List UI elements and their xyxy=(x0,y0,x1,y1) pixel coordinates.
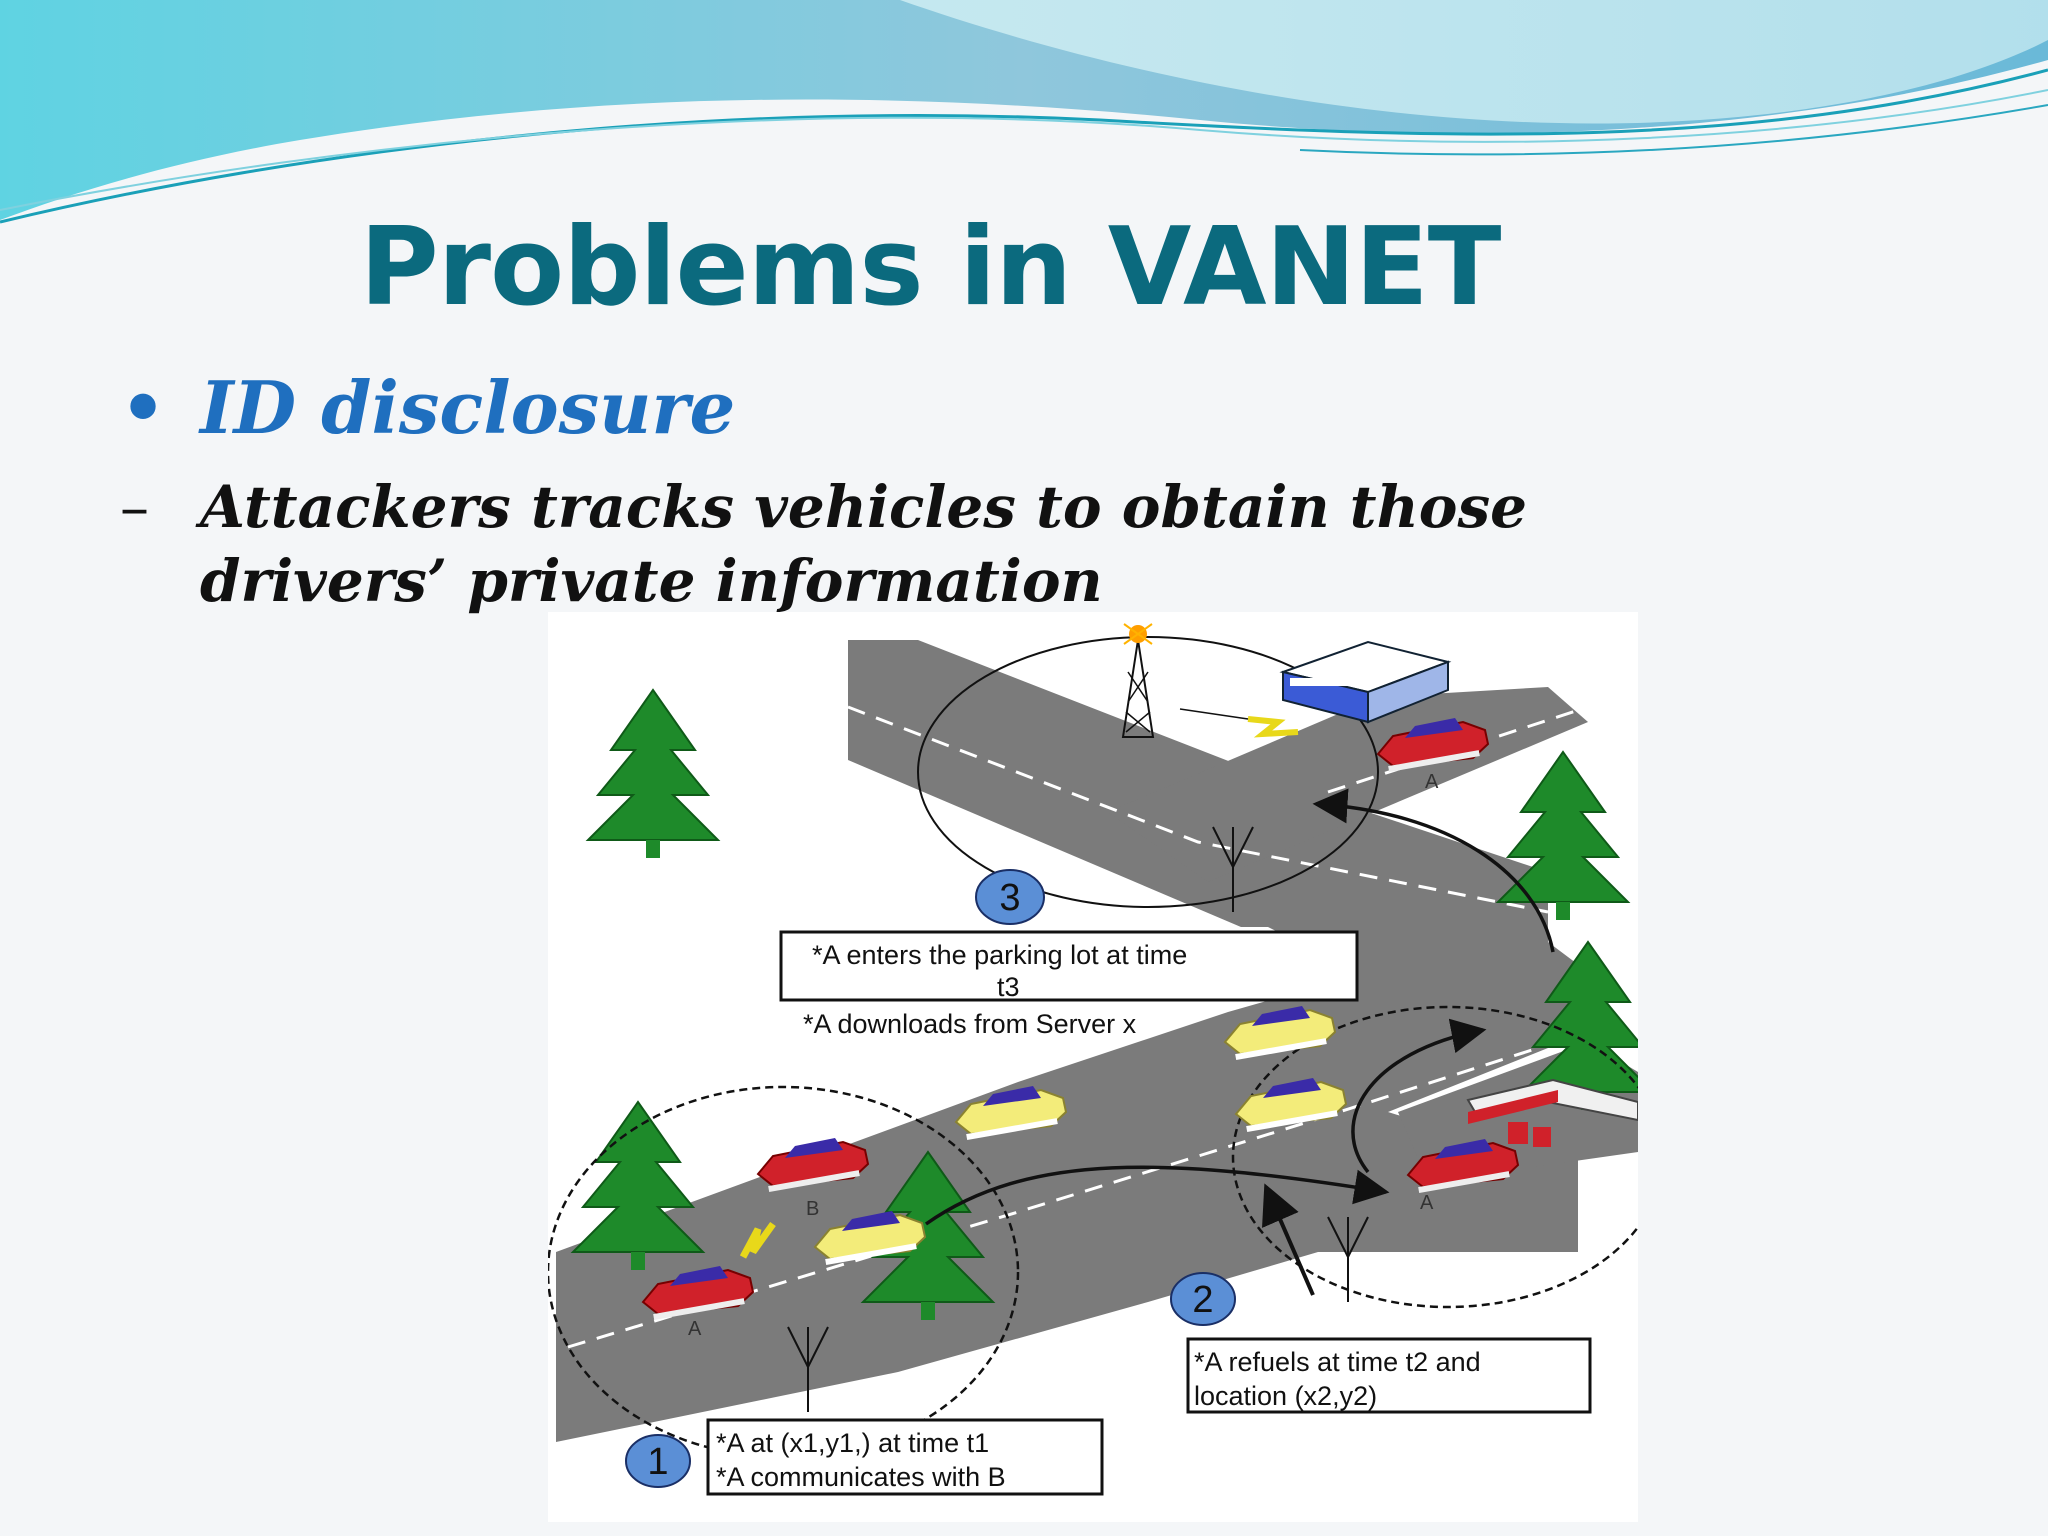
coverage-zone-2 xyxy=(1231,1005,1638,1309)
bullet-marker: • xyxy=(120,365,167,450)
step-3-line-2: t3 xyxy=(997,972,1020,1002)
coverage-zone-3 xyxy=(917,636,1379,908)
car-a-label: A xyxy=(1425,771,1439,793)
vanet-diagram: A B A A 1 *A at (x1,y1,) at time t1 *A c… xyxy=(548,612,1638,1522)
gas-station-icon xyxy=(1466,1078,1638,1147)
cell-tower-icon xyxy=(1121,623,1155,738)
step-1-line-2: *A communicates with B xyxy=(716,1462,1006,1492)
antenna-icon xyxy=(787,826,1369,1412)
step-3-box: *A enters the parking lot at time t3 *A … xyxy=(779,930,1359,1039)
step-1-number: 1 xyxy=(647,1441,668,1483)
movement-arrow xyxy=(1351,1018,1487,1174)
server-building-icon xyxy=(1279,640,1452,724)
subbullet-text: Attackers tracks vehicles to obtain thos… xyxy=(200,473,1528,615)
step-3-line-3: *A downloads from Server x xyxy=(803,1009,1137,1039)
step-3-badge: 3 xyxy=(975,869,1045,925)
step-3-line-1: *A enters the parking lot at time xyxy=(812,940,1187,970)
step-2-box: *A refuels at time t2 and location (x2,y… xyxy=(1186,1337,1592,1414)
step-1-line-1: *A at (x1,y1,) at time t1 xyxy=(716,1428,989,1458)
car-a-label: A xyxy=(1420,1192,1434,1214)
road-main xyxy=(556,640,1588,1442)
step-1-badge: 1 xyxy=(625,1434,691,1488)
step-2-line-1: *A refuels at time t2 and xyxy=(1194,1347,1481,1377)
step-2-number: 2 xyxy=(1192,1279,1213,1321)
step-2-badge: 2 xyxy=(1170,1272,1236,1326)
signal-arrow xyxy=(1262,1183,1315,1296)
subbullet-marker: – xyxy=(120,473,149,541)
bullet-text: ID disclosure xyxy=(200,365,736,450)
car-a-label: A xyxy=(688,1318,702,1340)
lightning-icon xyxy=(739,1221,776,1259)
movement-arrow xyxy=(924,1165,1390,1226)
car-b-label: B xyxy=(806,1198,819,1220)
step-2-line-2: location (x2,y2) xyxy=(1194,1381,1377,1411)
slide-title: Problems in VANET xyxy=(359,205,1502,330)
lightning-icon xyxy=(1247,716,1299,738)
step-3-number: 3 xyxy=(999,877,1020,919)
movement-arrow xyxy=(1312,788,1555,953)
header-wave-decoration xyxy=(0,0,2048,224)
step-1-box: *A at (x1,y1,) at time t1 *A communicate… xyxy=(706,1418,1104,1496)
